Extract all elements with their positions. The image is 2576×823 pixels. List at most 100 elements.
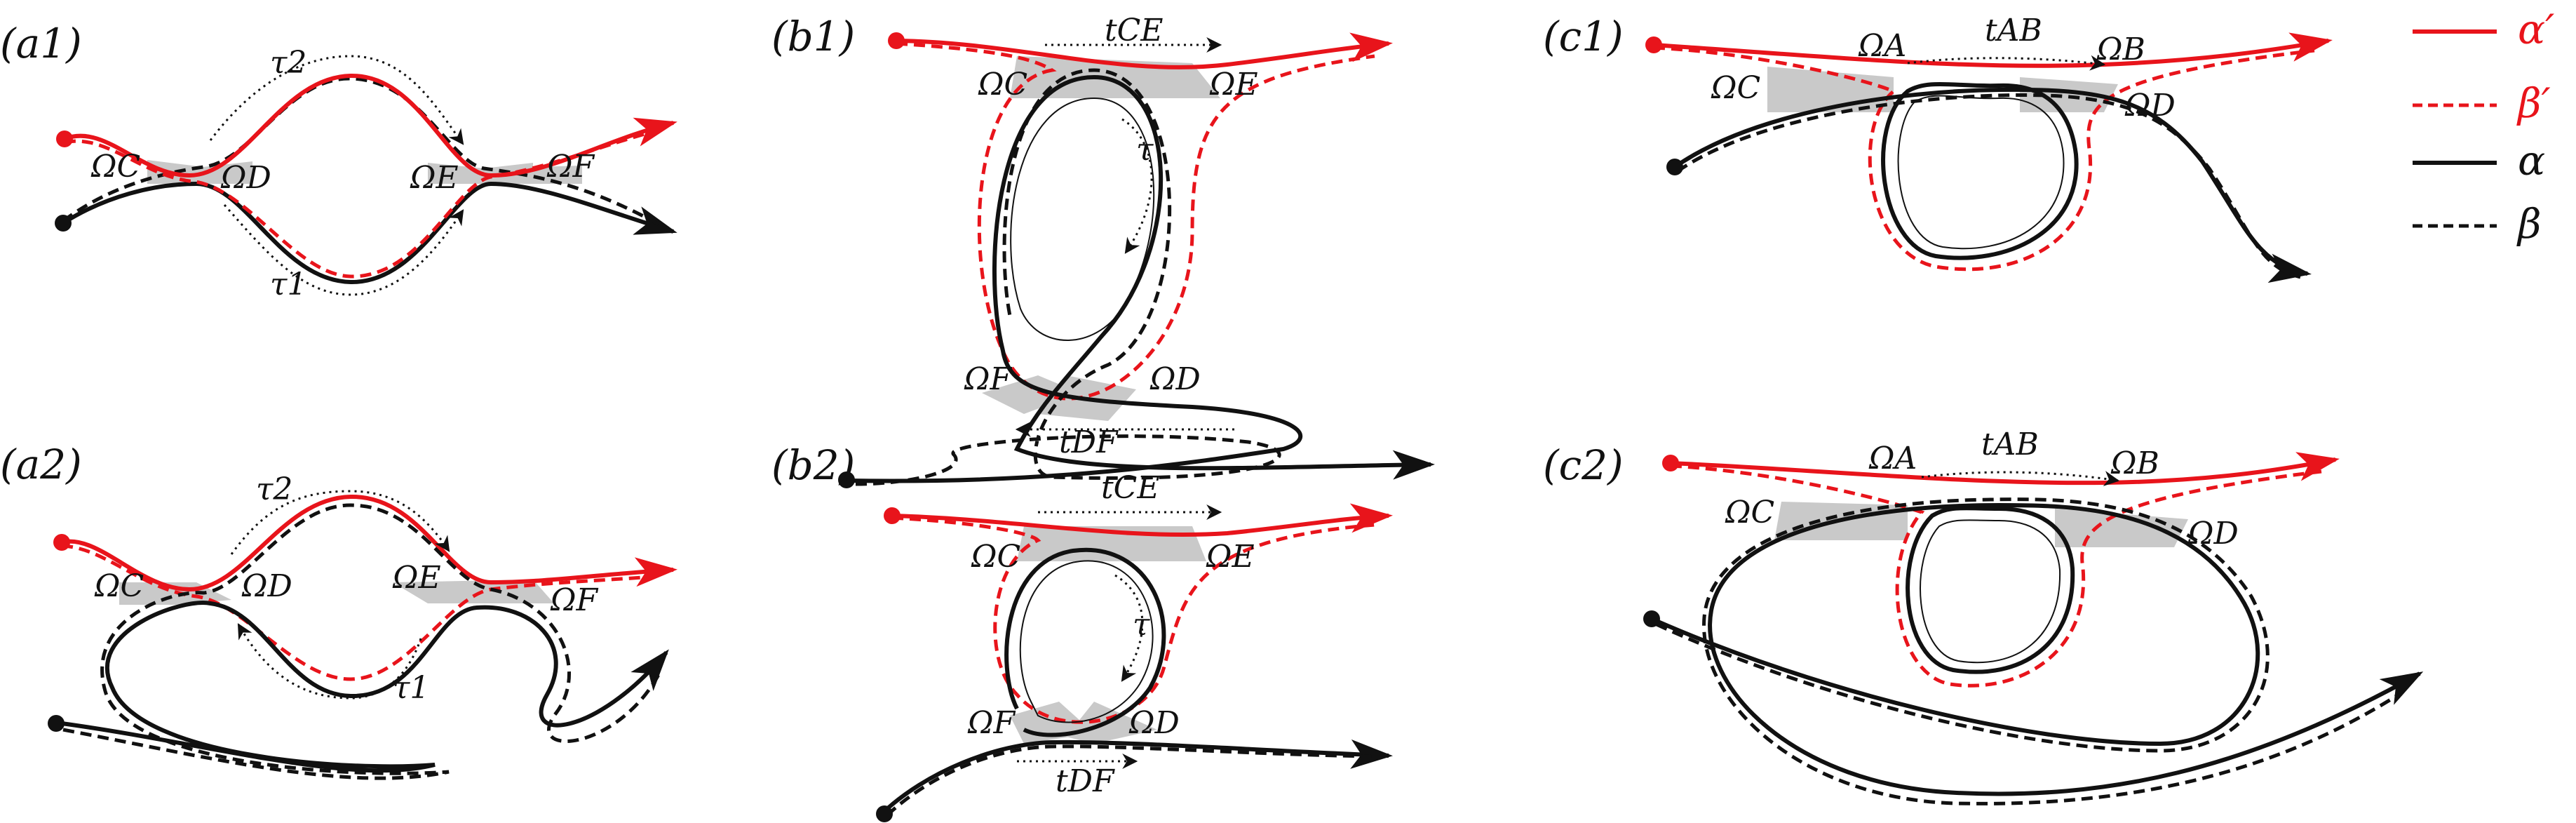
t-ce-label: tCE — [1105, 13, 1163, 48]
omega-a-label: ΩA — [1868, 441, 1917, 476]
inner-loop — [1019, 560, 1154, 723]
legend-item-alpha: α — [2413, 137, 2545, 185]
inner-loop — [1897, 95, 2065, 250]
alpha-prime-curve — [891, 503, 1393, 537]
omega-b-label: ΩB — [2096, 32, 2145, 67]
omega-f-label: ΩF — [550, 582, 598, 618]
alpha-prime-start-dot — [888, 32, 905, 49]
panel-c1: (c1) ΩA tAB ΩB ΩC ΩD — [1543, 13, 2333, 283]
omega-c-label: ΩC — [1711, 70, 1760, 106]
beta-prime-curve — [891, 516, 1375, 724]
legend-label: α′ — [2518, 6, 2554, 53]
alpha-prime-start-dot — [1662, 455, 1679, 471]
tau-arrow — [1114, 574, 1144, 682]
alpha-prime-curve — [1670, 452, 2340, 486]
legend-item-alpha-prime: α′ — [2413, 6, 2554, 53]
alpha-curve — [848, 74, 1435, 483]
omega-d-label: ΩD — [2187, 516, 2239, 551]
beta-curve — [1676, 93, 2301, 279]
beta-curve — [886, 744, 1375, 817]
alpha-prime-curve — [896, 32, 1393, 69]
alpha-curve — [61, 601, 669, 773]
alpha-curve — [1650, 502, 2424, 796]
beta-prime-curve — [1670, 464, 2322, 688]
panel-b1: (b1) tCE ΩC ΩE τ ΩF ΩD tDF — [771, 13, 1435, 488]
omega-c-label: ΩC — [1725, 495, 1774, 530]
omega-d-label: ΩD — [1128, 705, 1180, 741]
beta-prime-curve — [64, 130, 653, 279]
tau1-label: τ1 — [393, 670, 429, 706]
alpha-start-dot — [838, 471, 855, 488]
alpha-curve — [62, 181, 677, 285]
beta-curve — [855, 68, 1281, 486]
panel-a2: (a2) τ2 τ1 ΩC ΩD ΩE ΩF — [0, 441, 677, 780]
panel-a2-label: (a2) — [0, 441, 82, 488]
tau1-arrow — [237, 623, 422, 700]
alpha-start-dot — [55, 215, 72, 232]
overlap-region-f — [982, 375, 1080, 414]
alpha-prime-curve — [61, 494, 677, 592]
omega-f-label: ΩF — [967, 705, 1016, 741]
tau2-label: τ2 — [256, 471, 292, 507]
t-df-label: tDF — [1056, 763, 1115, 799]
t-df-label: tDF — [1059, 424, 1119, 460]
alpha-start-dot — [1643, 610, 1660, 627]
tau2-arrow — [209, 55, 464, 145]
omega-d-label: ΩD — [1149, 361, 1201, 397]
omega-d-label: ΩD — [241, 568, 292, 604]
alpha-prime-start-dot — [56, 131, 73, 147]
omega-b-label: ΩB — [2110, 446, 2159, 481]
tau2-label: τ2 — [270, 45, 306, 81]
inner-loop — [1010, 97, 1155, 341]
legend-label: β′ — [2516, 79, 2551, 127]
tau-arrow — [1121, 118, 1153, 254]
omega-a-label: ΩA — [1858, 28, 1906, 64]
panel-b2: (b2) tCE ΩC ΩE τ ΩF ΩD tDF — [771, 441, 1393, 822]
tau1-label: τ1 — [270, 267, 306, 302]
legend-label: β — [2516, 200, 2542, 248]
legend-item-beta-prime: β′ — [2413, 79, 2551, 127]
t-ab-label: tAB — [1981, 427, 2039, 462]
alpha-loop — [1004, 547, 1166, 737]
omega-d-label: ΩD — [220, 160, 271, 196]
legend-item-beta: β — [2413, 200, 2542, 248]
omega-e-label: ΩE — [410, 160, 459, 196]
tau-label: τ — [1136, 132, 1154, 168]
omega-e-label: ΩE — [1209, 67, 1258, 102]
alpha-curve — [879, 739, 1393, 816]
panel-a1-label: (a1) — [0, 20, 82, 67]
omega-c-label: ΩC — [90, 149, 140, 185]
alpha-prime-start-dot — [884, 507, 901, 524]
beta-curve — [62, 503, 661, 780]
t-ab-label: tAB — [1985, 13, 2042, 48]
t-ce-label: tCE — [1101, 470, 1159, 506]
omega-e-label: ΩE — [392, 560, 441, 596]
overlap-region-f — [484, 166, 582, 184]
alpha-prime-curve — [1653, 32, 2333, 68]
panel-c2-label: (c2) — [1543, 441, 1624, 489]
panel-c2: (c2) ΩA tAB ΩB ΩC ΩD — [1543, 427, 2424, 805]
alpha-loop — [1881, 81, 2079, 260]
omega-c-label: ΩC — [94, 568, 144, 604]
omega-f-label: ΩF — [964, 361, 1012, 397]
omega-f-label: ΩF — [546, 149, 595, 185]
beta-prime-curve — [1653, 46, 2315, 272]
legend: α′ β′ α β — [2413, 6, 2554, 248]
alpha-loop — [1906, 506, 2075, 674]
alpha-start-dot — [48, 715, 65, 732]
panel-b1-label: (b1) — [771, 13, 855, 60]
omega-c-label: ΩC — [971, 539, 1020, 575]
legend-label: α — [2518, 137, 2545, 185]
panel-a1: (a1) τ2 τ1 ΩC ΩD ΩE ΩF — [0, 20, 677, 302]
overlap-region-d — [1066, 702, 1157, 744]
omega-d-label: ΩD — [2124, 88, 2176, 123]
omega-c-label: ΩC — [978, 67, 1027, 102]
beta-curve — [1655, 497, 2400, 805]
overlap-region-d — [2020, 77, 2118, 112]
tau-label: τ — [1133, 607, 1150, 643]
panel-c1-label: (c1) — [1543, 13, 1624, 60]
tau1-arrow — [223, 204, 464, 296]
alpha-prime-start-dot — [1645, 36, 1662, 53]
alpha-prime-start-dot — [53, 534, 70, 551]
